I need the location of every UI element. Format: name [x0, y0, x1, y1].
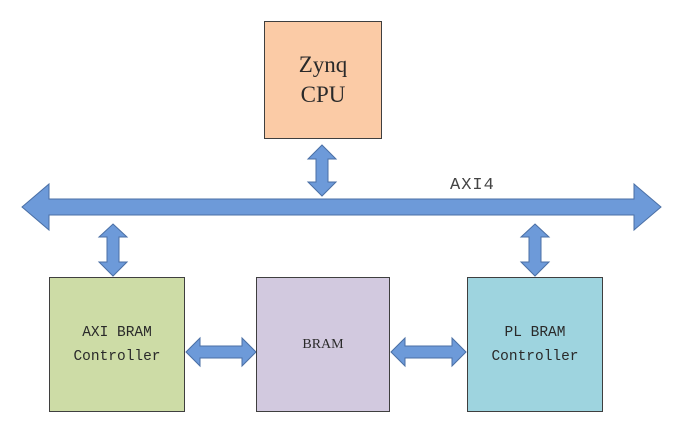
pl-ctrl-bus-connector-arrow [519, 223, 551, 277]
bram-block: BRAM [256, 277, 390, 412]
bram-pl-ctrl-connector-arrow [390, 336, 467, 368]
axi-bram-controller-block: AXI BRAM Controller [49, 277, 185, 412]
axi-ctrl-bram-connector-arrow [185, 336, 257, 368]
axi-ctrl-label-line1: AXI BRAM [82, 324, 152, 341]
axi4-bus-arrow [21, 182, 662, 232]
pl-ctrl-label-line2: Controller [491, 348, 579, 365]
zynq-cpu-block: Zynq CPU [264, 21, 382, 139]
cpu-block-label-line1: Zynq [298, 52, 348, 77]
axi-ctrl-label-line2: Controller [73, 348, 161, 365]
axi4-bus-label: AXI4 [450, 176, 495, 195]
pl-ctrl-label-line1: PL BRAM [504, 324, 566, 341]
pl-bram-controller-block: PL BRAM Controller [467, 277, 603, 412]
cpu-block-label-line2: CPU [300, 82, 346, 107]
bram-label: BRAM [302, 336, 344, 352]
cpu-bus-connector-arrow [306, 144, 338, 197]
axi-ctrl-bus-connector-arrow [97, 223, 129, 277]
